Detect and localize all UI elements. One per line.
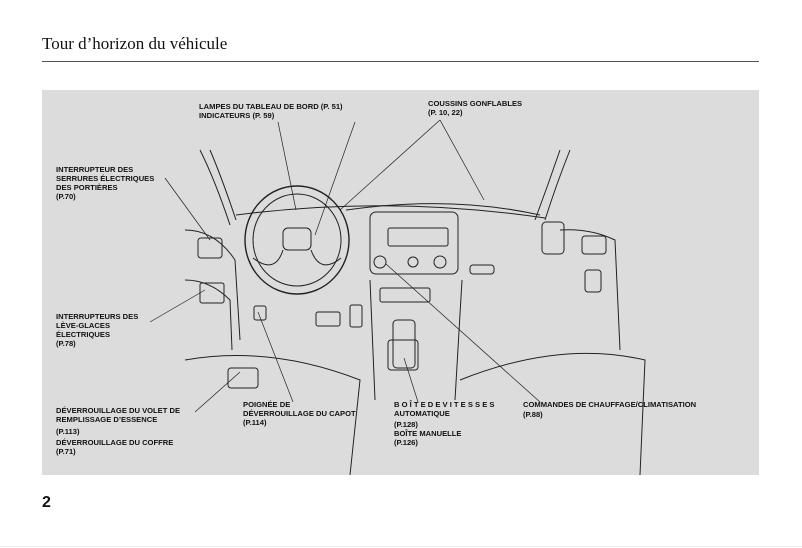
callout-line: ÉLECTRIQUES bbox=[56, 330, 111, 339]
callout-door-lock-switch: INTERRUPTEUR DES SERRURES ÉLECTRIQUES DE… bbox=[56, 165, 154, 201]
callout-line: DÉVERROUILLAGE DU VOLET DE bbox=[56, 406, 181, 415]
callout-ref: (P.114) bbox=[243, 418, 267, 427]
bottom-edge bbox=[0, 546, 802, 547]
callout-ref: (P.70) bbox=[56, 192, 76, 201]
callout-ref: (P.88) bbox=[523, 410, 543, 419]
callout-line: INDICATEURS (P. 59) bbox=[199, 111, 275, 120]
callout-line: B O Î T E D E V I T E S S E S bbox=[394, 400, 495, 409]
callout-climate-controls: COMMANDES DE CHAUFFAGE/CLIMATISATION (P.… bbox=[523, 400, 696, 419]
callout-line: DES PORTIÈRES bbox=[56, 183, 118, 192]
callout-trunk-release: DÉVERROUILLAGE DU COFFRE (P.71) bbox=[56, 438, 173, 456]
callout-ref: (P.71) bbox=[56, 447, 76, 456]
callout-line: DÉVERROUILLAGE DU COFFRE bbox=[56, 438, 174, 447]
page-title: Tour d’horizon du véhicule bbox=[42, 34, 228, 53]
callout-line: DÉVERROUILLAGE DU CAPOT bbox=[243, 409, 356, 418]
callout-fuel-door-release: DÉVERROUILLAGE DU VOLET DE REMPLISSAGE D… bbox=[56, 406, 180, 436]
callout-ref: (P.78) bbox=[56, 339, 76, 348]
callout-ref: (P.113) bbox=[56, 427, 80, 436]
callout-hood-release: POIGNÉE DE DÉVERROUILLAGE DU CAPOT (P.11… bbox=[243, 400, 356, 427]
callout-line: INTERRUPTEUR DES bbox=[56, 165, 134, 174]
callout-line: REMPLISSAGE D’ESSENCE bbox=[56, 415, 158, 424]
callout-line: INTERRUPTEURS DES bbox=[56, 312, 139, 321]
callout-line: AUTOMATIQUE bbox=[394, 409, 450, 418]
callout-power-windows: INTERRUPTEURS DES LÈVE-GLACES ÉLECTRIQUE… bbox=[56, 312, 138, 348]
callout-ref: (P.128) bbox=[394, 420, 418, 429]
dashboard-illustration-panel bbox=[42, 90, 759, 475]
title-divider bbox=[42, 61, 759, 62]
callout-ref: (P.126) bbox=[394, 438, 418, 447]
callout-airbags: COUSSINS GONFLABLES (P. 10, 22) bbox=[428, 99, 522, 117]
callout-line: LÈVE-GLACES bbox=[56, 321, 111, 330]
callout-line: LAMPES DU TABLEAU DE BORD (P. 51) bbox=[199, 102, 343, 111]
callout-line: COUSSINS GONFLABLES bbox=[428, 99, 523, 108]
page-number: 2 bbox=[42, 494, 51, 511]
callout-line: BOÎTE MANUELLE bbox=[394, 429, 462, 438]
callout-instrument-lamps: LAMPES DU TABLEAU DE BORD (P. 51) INDICA… bbox=[199, 102, 343, 120]
callout-ref: (P. 10, 22) bbox=[428, 108, 463, 117]
callout-transmission: B O Î T E D E V I T E S S E S AUTOMATIQU… bbox=[394, 400, 494, 447]
callout-line: POIGNÉE DE bbox=[243, 400, 291, 409]
callout-line: SERRURES ÉLECTRIQUES bbox=[56, 174, 155, 183]
callout-line: COMMANDES DE CHAUFFAGE/CLIMATISATION bbox=[523, 400, 697, 409]
